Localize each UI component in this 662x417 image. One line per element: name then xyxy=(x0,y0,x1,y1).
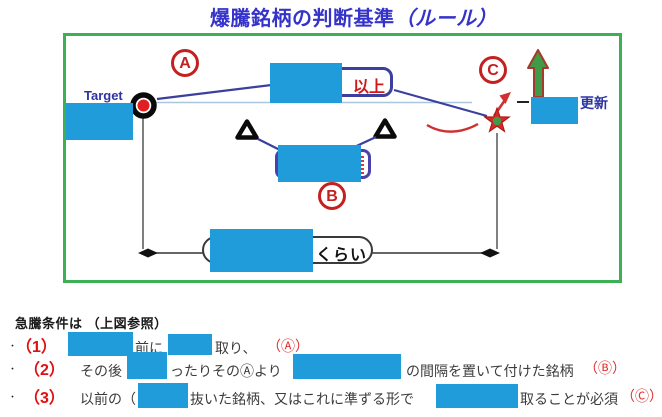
redaction-box-threshold xyxy=(270,63,342,103)
diagram-frame xyxy=(63,33,622,283)
triangle-left-icon xyxy=(235,119,259,140)
line1-number: （1） xyxy=(16,339,57,356)
star-center xyxy=(492,116,502,126)
bullseye-center xyxy=(137,99,150,112)
span-arrow-left-head xyxy=(138,248,158,258)
bullet-2: ・ xyxy=(8,364,18,374)
breakout-arrow-head xyxy=(499,92,511,104)
line3-text-2: 抜いた銘柄、又はこれに準ずる形で xyxy=(190,391,414,407)
bullet-1: ・ xyxy=(8,341,18,351)
redaction-box-l2b xyxy=(293,354,401,379)
span-arrow-right-head xyxy=(480,248,500,258)
line1-text-2: 取り、 xyxy=(215,340,257,356)
redaction-box-range xyxy=(210,229,313,272)
redaction-box-target xyxy=(66,103,133,140)
redaction-box-update xyxy=(531,97,578,124)
line2-text-1: その後 xyxy=(80,363,122,379)
notes-heading: 急騰条件は （上図参照） xyxy=(15,316,168,331)
triangle-right-icon xyxy=(373,118,397,139)
label-b-circle: B xyxy=(318,182,346,210)
fall-line xyxy=(393,88,488,118)
redaction-box-l3a xyxy=(138,383,188,408)
page-title: 爆騰銘柄の判断基準（ルール） xyxy=(210,2,497,31)
update-label: 更新 xyxy=(580,95,608,111)
title-suffix: （ルール） xyxy=(394,8,497,30)
red-curve-arrow xyxy=(426,122,479,133)
line1-ref-a: （Ⓐ） xyxy=(267,338,309,354)
line2-number: （2） xyxy=(24,362,65,379)
threshold-label: 以上 xyxy=(352,79,385,96)
line2-text-3: の間隔を置いて付けた銘柄 xyxy=(406,363,574,379)
redaction-box-l1b xyxy=(168,334,212,355)
line3-number: （3） xyxy=(24,390,65,407)
line3-ref-c: （Ⓒ） xyxy=(621,388,662,404)
label-a-circle: A xyxy=(171,49,199,77)
line3-text-1: 以前の（ xyxy=(80,391,136,407)
range-label: くらい xyxy=(316,247,368,264)
label-c-circle: C xyxy=(479,56,507,84)
rise-line xyxy=(156,81,289,101)
line2-text-2: ったりそのⒶより xyxy=(170,363,282,379)
bullet-3: ・ xyxy=(8,392,18,402)
line3-text-3: 取ることが必須 xyxy=(520,391,618,407)
redaction-box-b xyxy=(278,145,361,182)
redaction-box-l1a xyxy=(68,332,133,356)
line2-ref-b: （Ⓑ） xyxy=(584,360,626,376)
title-main: 爆騰銘柄の判断基準 xyxy=(210,8,395,30)
up-arrow-icon xyxy=(527,49,549,98)
redaction-box-l2a xyxy=(127,352,167,379)
redaction-box-l3b xyxy=(436,384,518,408)
target-label: Target xyxy=(84,88,123,103)
